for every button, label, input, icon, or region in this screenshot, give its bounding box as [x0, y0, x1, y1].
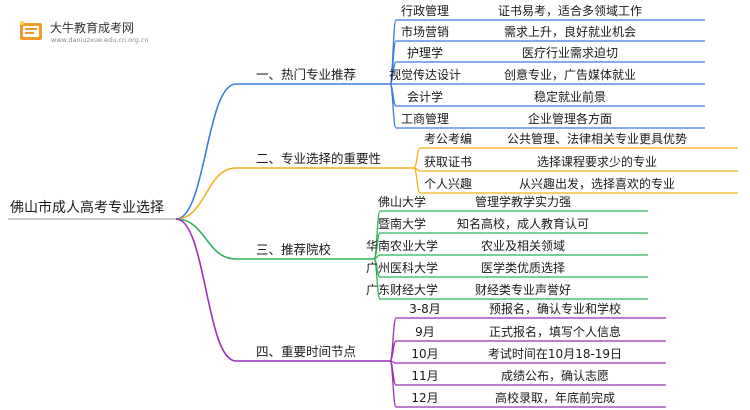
leaf-name[interactable]: 工商管理	[401, 111, 449, 126]
leaf-description: 知名高校，成人教育认可	[457, 216, 589, 231]
leaf-description: 需求上升，良好就业机会	[504, 24, 636, 39]
site-logo[interactable]: 大牛教育成考网 www.daniuzxue.edu.cn.org.cn	[8, 8, 208, 52]
leaf-description: 农业及相关领域	[481, 239, 565, 253]
branch-title[interactable]: 四、重要时间节点	[256, 344, 356, 359]
leaf-name[interactable]: 广东财经大学	[366, 282, 438, 297]
branch-title[interactable]: 三、推荐院校	[256, 242, 332, 257]
leaf-description: 财经类专业声誉好	[475, 282, 571, 297]
leaf-connector	[413, 147, 421, 169]
leaf-name[interactable]: 视觉传达设计	[389, 67, 461, 82]
leaf-description: 证书易考，适合多领域工作	[498, 3, 642, 18]
leaf-description: 医疗行业需求迫切	[522, 46, 618, 60]
leaf-description: 管理学教学实力强	[475, 194, 571, 209]
leaf-name[interactable]: 护理学	[407, 45, 443, 60]
leaf-name[interactable]: 11月	[411, 369, 438, 383]
site-name: 大牛教育成考网	[50, 21, 135, 35]
leaf-name[interactable]: 华南农业大学	[366, 238, 438, 253]
leaf-name[interactable]: 9月	[415, 325, 435, 339]
leaf-description: 成绩公布，确认志愿	[501, 369, 609, 383]
leaf-connector	[373, 258, 381, 300]
leaf-description: 企业管理各方面	[528, 111, 612, 126]
branch-connector	[175, 218, 237, 362]
leaf-name[interactable]: 获取证书	[424, 155, 472, 169]
branch-connector	[175, 167, 237, 220]
leaf-description: 正式报名，填写个人信息	[489, 324, 621, 339]
leaf-description: 预报名，确认专业和学校	[489, 301, 621, 316]
leaf-name[interactable]: 广州医科大学	[366, 260, 438, 275]
leaf-name[interactable]: 3-8月	[409, 302, 441, 316]
leaf-description: 考试时间在10月18-19日	[488, 346, 622, 361]
leaf-description: 从兴趣出发，选择喜欢的专业	[519, 176, 675, 191]
leaf-description: 高校录取，年底前完成	[495, 390, 615, 405]
leaf-name[interactable]: 10月	[411, 347, 438, 361]
leaf-name[interactable]: 12月	[411, 391, 438, 405]
root-topic: 佛山市成人高考专业选择	[10, 199, 164, 216]
leaf-name[interactable]: 个人兴趣	[424, 176, 472, 191]
leaf-name[interactable]: 行政管理	[401, 3, 449, 18]
connector-lines	[175, 19, 738, 408]
leaf-connector	[389, 360, 397, 408]
leaf-description: 稳定就业前景	[534, 89, 606, 104]
leaf-name[interactable]: 佛山大学	[378, 194, 426, 209]
leaf-name[interactable]: 考公考编	[424, 131, 472, 146]
branch-title[interactable]: 二、专业选择的重要性	[256, 151, 381, 166]
book-icon	[20, 21, 42, 40]
branch-title[interactable]: 一、热门专业推荐	[256, 67, 356, 82]
leaf-connector	[389, 83, 397, 129]
leaf-name[interactable]: 暨南大学	[378, 216, 426, 231]
branch-connector	[175, 83, 237, 220]
leaf-description: 医学类优质选择	[481, 260, 565, 275]
leaf-description: 选择课程要求少的专业	[537, 154, 657, 169]
site-url: www.daniuzxue.edu.cn.org.cn	[51, 36, 149, 44]
leaf-name[interactable]: 市场营销	[401, 24, 449, 39]
leaf-description: 创意专业，广告媒体就业	[504, 67, 636, 82]
leaf-description: 公共管理、法律相关专业更具优势	[507, 131, 687, 146]
leaf-name[interactable]: 会计学	[407, 89, 443, 104]
leaf-connector	[413, 167, 421, 194]
branch-connector	[175, 218, 237, 260]
